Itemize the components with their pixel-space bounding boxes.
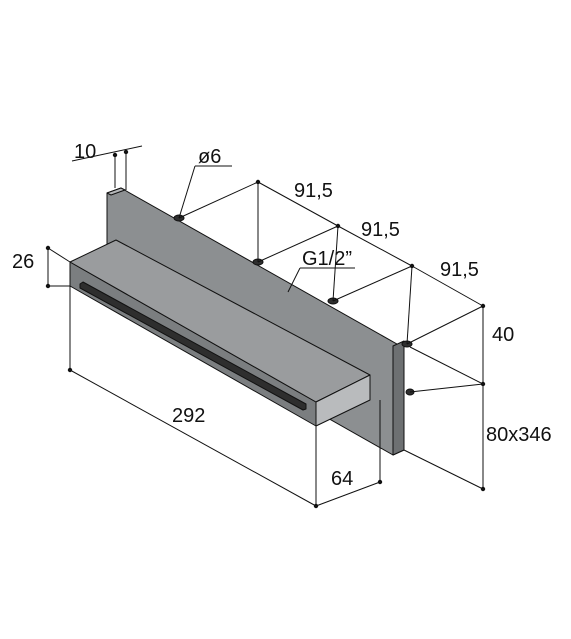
spacing-1-label: 91,5 bbox=[294, 180, 333, 202]
thread-label: G1/2” bbox=[302, 248, 352, 270]
dimension-lines bbox=[45, 145, 486, 509]
dimension-labels: 10 ø6 91,5 91,5 91,5 G1/2” 26 40 292 64 … bbox=[12, 141, 552, 490]
spacing-3-label: 91,5 bbox=[440, 259, 479, 281]
length-label: 292 bbox=[172, 405, 205, 427]
spacing-2-label: 91,5 bbox=[361, 219, 400, 241]
spout-end-face bbox=[315, 374, 371, 427]
thickness-label: 10 bbox=[74, 141, 96, 163]
hole-diameter-label: ø6 bbox=[198, 146, 221, 168]
depth-label: 64 bbox=[331, 468, 353, 490]
spout-height-label: 26 bbox=[12, 251, 34, 273]
wall-plate-side bbox=[392, 340, 405, 456]
water-outlet-slot bbox=[79, 281, 307, 411]
wall-plate-top-edge bbox=[106, 187, 126, 196]
product-body bbox=[69, 187, 415, 456]
offset-label: 40 bbox=[492, 324, 514, 346]
plate-size-label: 80x346 bbox=[486, 424, 552, 446]
